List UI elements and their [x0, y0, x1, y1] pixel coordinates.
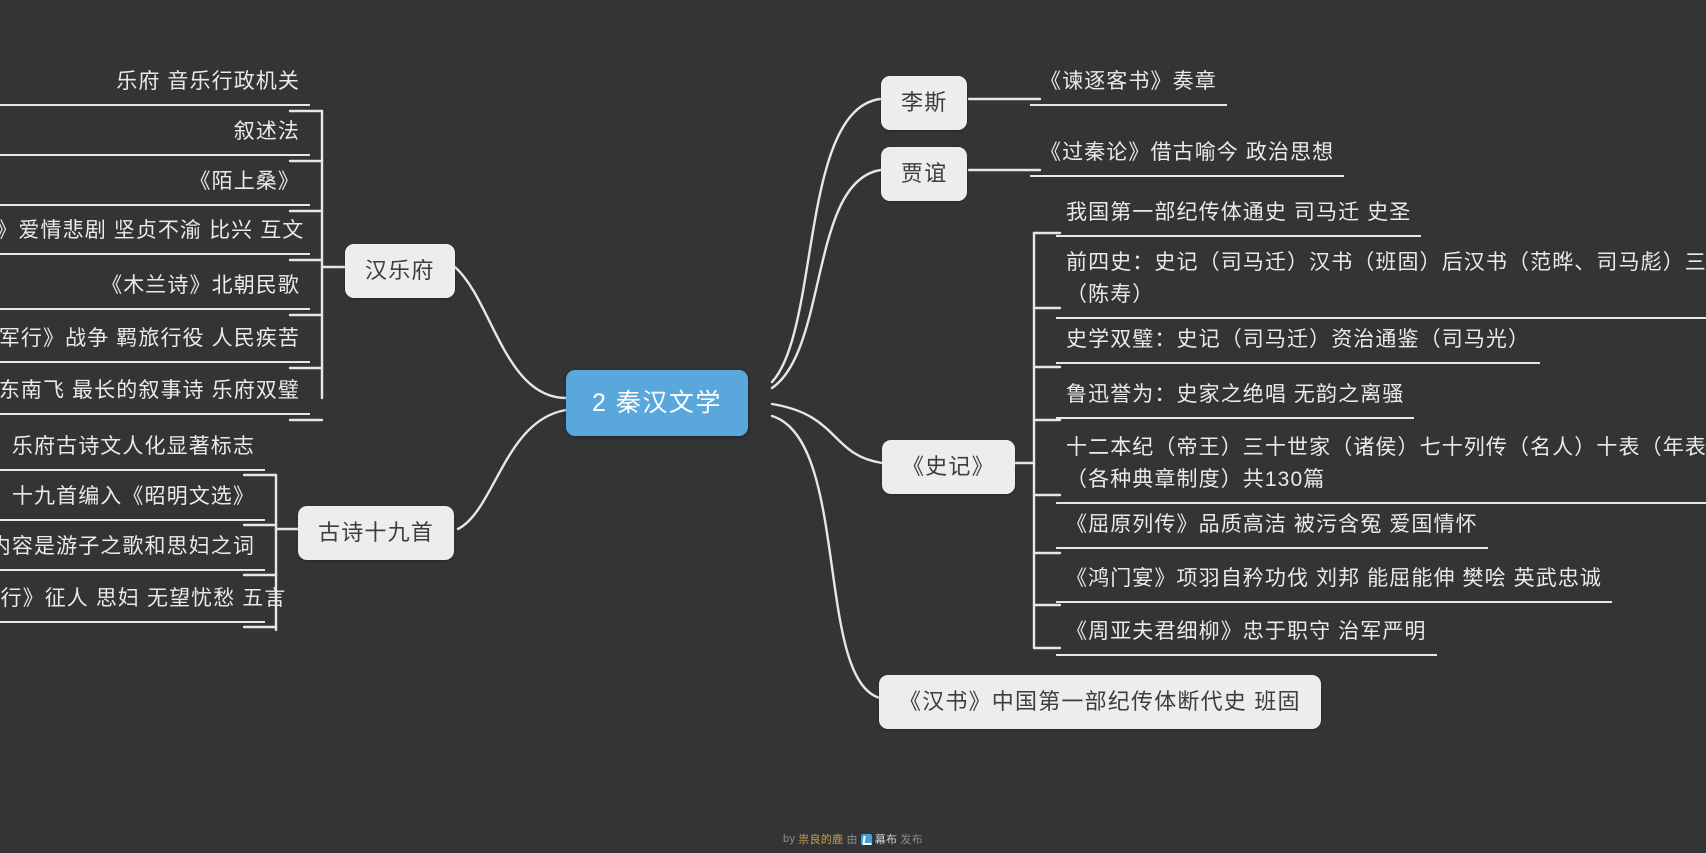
leaf-shiji-3[interactable]: 鲁迅誉为：史家之绝唱 无韵之离骚: [1056, 376, 1415, 420]
leaf-lisi-0[interactable]: 《谏逐客书》奏章: [1030, 63, 1227, 107]
watermark-suffix: 发布: [900, 834, 923, 846]
leaf-shiji-6[interactable]: 《鸿门宴》项羽自矜功伐 刘邦 能屈能伸 樊哙 英武忠诚: [1056, 560, 1613, 604]
watermark-middle: 由: [846, 834, 858, 846]
leaf-hanyuefu-5[interactable]: 《从军行》战争 羁旅行役 人民疾苦: [0, 320, 310, 364]
leaf-hanyuefu-4[interactable]: 《木兰诗》北朝民歌: [0, 267, 310, 311]
leaf-shiji-7[interactable]: 《周亚夫君细柳》忠于职守 治军严明: [1056, 613, 1437, 657]
leaf-hanyuefu-3[interactable]: 《上邪》爱情悲剧 坚贞不渝 比兴 互文: [0, 212, 310, 256]
leaf-gushi19-2[interactable]: 内容是游子之歌和思妇之词: [0, 528, 265, 572]
leaf-hanyuefu-1[interactable]: 叙述法: [0, 113, 310, 157]
watermark-prefix: by: [783, 833, 796, 845]
leaf-shiji-4[interactable]: 十二本纪（帝王）三十世家（诸侯）七十列传（名人）十表（年表）八书（各种典章制度）…: [1056, 428, 1706, 504]
watermark-brand: 幕布: [874, 834, 898, 846]
leaf-jiayi-0[interactable]: 《过秦论》借古喻今 政治思想: [1030, 134, 1345, 178]
leaf-gushi19-0[interactable]: 乐府古诗文人化显著标志: [0, 428, 265, 472]
branch-node-hanyuefu[interactable]: 汉乐府: [345, 244, 455, 298]
leaf-shiji-2[interactable]: 史学双璧：史记（司马迁）资治通鉴（司马光）: [1056, 321, 1541, 365]
branch-node-gushi19[interactable]: 古诗十九首: [298, 506, 455, 560]
leaf-shiji-0[interactable]: 我国第一部纪传体通史 司马迁 史圣: [1056, 194, 1422, 238]
leaf-gushi19-3[interactable]: 《行行重行行》征人 思妇 无望忧愁 五言: [0, 580, 285, 624]
leaf-hanyuefu-2[interactable]: 《陌上桑》: [0, 163, 310, 207]
mubu-logo-icon: [860, 833, 872, 845]
leaf-shiji-5[interactable]: 《屈原列传》品质高洁 被污含冤 爱国情怀: [1056, 506, 1488, 550]
branch-node-shiji[interactable]: 《史记》: [882, 440, 1015, 494]
branch-node-jiayi[interactable]: 贾谊: [881, 147, 968, 201]
branch-node-hanshu[interactable]: 《汉书》中国第一部纪传体断代史 班固: [879, 675, 1321, 729]
leaf-hanyuefu-0[interactable]: 乐府 音乐行政机关: [0, 63, 310, 107]
branch-node-lisi[interactable]: 李斯: [881, 76, 968, 130]
root-node[interactable]: 2 秦汉文学: [566, 370, 748, 437]
leaf-gushi19-1[interactable]: 十九首编入《昭明文选》: [0, 478, 265, 522]
watermark: by 祟良的鹿 由 幕布 发布: [783, 831, 923, 847]
leaf-hanyuefu-6[interactable]: 孔雀东南飞 最长的叙事诗 乐府双璧: [0, 372, 310, 416]
leaf-shiji-1[interactable]: 前四史：史记（司马迁）汉书（班固）后汉书（范晔、司马彪）三国志（陈寿）: [1056, 243, 1706, 319]
watermark-author: 祟良的鹿: [798, 834, 844, 846]
